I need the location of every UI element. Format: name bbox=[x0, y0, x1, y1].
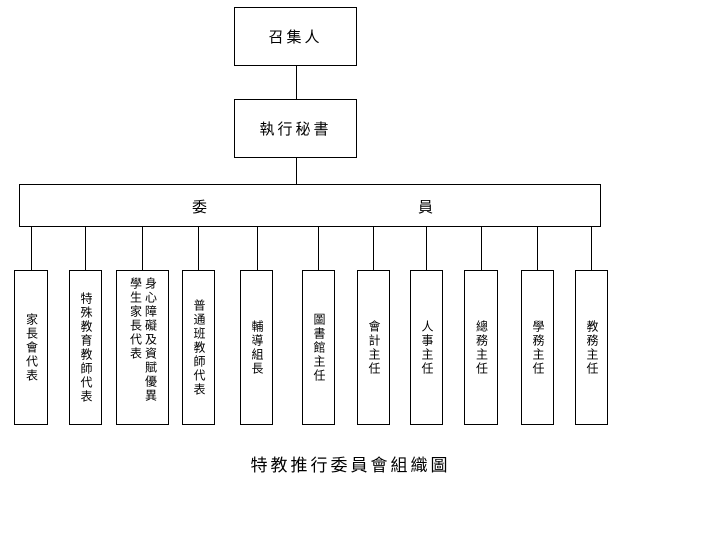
secretary-box: 執行秘書 bbox=[234, 99, 357, 158]
member-connector bbox=[426, 227, 427, 270]
member-label: 學務主任 bbox=[531, 319, 545, 376]
member-label: 會計主任 bbox=[367, 319, 381, 376]
member-connector bbox=[537, 227, 538, 270]
member-connector bbox=[142, 227, 143, 270]
member-connector bbox=[198, 227, 199, 270]
committee-label-right: 員 bbox=[418, 198, 437, 216]
convener-label: 召集人 bbox=[268, 28, 323, 46]
member-connector bbox=[318, 227, 319, 270]
committee-label-left: 委 bbox=[192, 198, 211, 216]
member-box-personnel-director: 人事主任 bbox=[410, 270, 443, 425]
member-connector bbox=[591, 227, 592, 270]
member-label: 圖書館主任 bbox=[312, 312, 326, 383]
committee-box: 委 員 bbox=[19, 184, 601, 227]
member-box-special-ed-teacher: 特殊教育教師代表 bbox=[69, 270, 102, 425]
member-box-general-affairs-director: 總務主任 bbox=[464, 270, 498, 425]
connector-convener-secretary bbox=[296, 66, 297, 99]
member-connector bbox=[373, 227, 374, 270]
member-connector bbox=[85, 227, 86, 270]
member-label: 教務主任 bbox=[585, 319, 599, 376]
member-box-library-director: 圖書館主任 bbox=[302, 270, 335, 425]
member-box-general-teacher: 普通班教師代表 bbox=[182, 270, 215, 425]
member-box-disabled-gifted-parents: 身心障礙及資賦優異學生家長代表 bbox=[116, 270, 169, 425]
member-label: 身心障礙及資賦優異學生家長代表 bbox=[128, 277, 158, 403]
member-label: 特殊教育教師代表 bbox=[79, 291, 93, 404]
secretary-label: 執行秘書 bbox=[259, 120, 332, 138]
member-box-academic-affairs-director: 教務主任 bbox=[575, 270, 608, 425]
member-connector bbox=[481, 227, 482, 270]
member-label: 家長會代表 bbox=[24, 312, 39, 383]
member-box-counseling-leader: 輔導組長 bbox=[240, 270, 273, 425]
member-box-student-affairs-director: 學務主任 bbox=[521, 270, 554, 425]
member-connector bbox=[257, 227, 258, 270]
member-label: 人事主任 bbox=[420, 319, 434, 376]
connector-secretary-committee bbox=[296, 158, 297, 184]
member-label: 總務主任 bbox=[474, 319, 489, 376]
member-box-parent-association: 家長會代表 bbox=[14, 270, 48, 425]
convener-box: 召集人 bbox=[234, 7, 357, 66]
member-label: 輔導組長 bbox=[250, 319, 264, 376]
member-connector bbox=[31, 227, 32, 270]
member-label: 普通班教師代表 bbox=[192, 298, 206, 397]
diagram-caption: 特教推行委員會組織圖 bbox=[250, 456, 451, 476]
member-box-accounting-director: 會計主任 bbox=[357, 270, 390, 425]
